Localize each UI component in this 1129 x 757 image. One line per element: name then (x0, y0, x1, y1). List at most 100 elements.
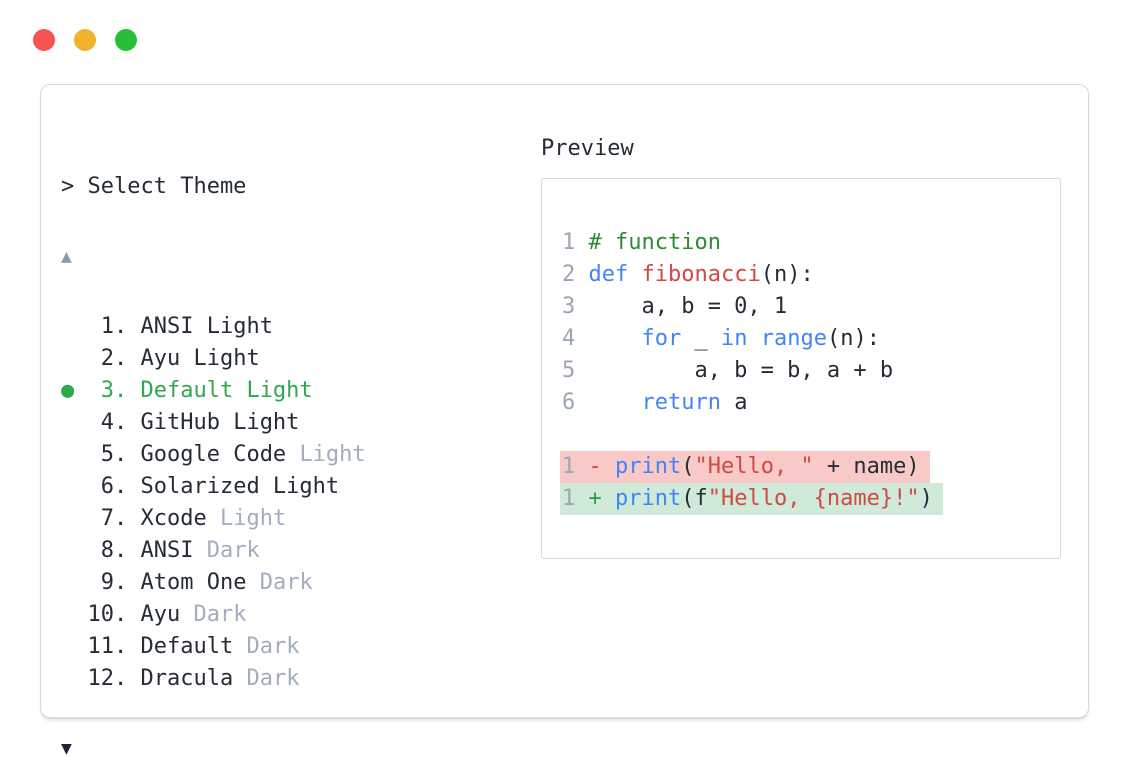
theme-option-name: Atom One (140, 570, 260, 595)
theme-option-variant: Dark (193, 602, 247, 627)
theme-option-number: 5. (61, 442, 141, 467)
theme-option-number: 2. (61, 346, 141, 371)
theme-option-name: Ayu (140, 602, 194, 627)
theme-option-number: 10. (61, 602, 141, 627)
theme-option[interactable]: 4. GitHub Light (61, 407, 531, 439)
theme-option-name: Solarized Light (140, 474, 340, 499)
code-token: ) (919, 486, 933, 511)
code-token: print (614, 486, 682, 511)
theme-option-name: GitHub Light (140, 410, 300, 435)
theme-option-number: ● 3. (61, 378, 141, 403)
window-controls (33, 29, 137, 51)
theme-option-variant: Light (219, 506, 287, 531)
code-token (628, 262, 641, 287)
code-token: fibonacci (641, 262, 761, 287)
line-number: 1 (562, 454, 576, 479)
theme-option[interactable]: 2. Ayu Light (61, 343, 531, 375)
code-token: _ (681, 326, 721, 351)
code-line: 1 # function (562, 227, 1040, 259)
code-token: a, b = b, a + b (588, 358, 894, 383)
line-number: 2 (562, 262, 576, 287)
code-line: 6 return a (562, 387, 1040, 419)
theme-selector-column: > Select Theme ▲ 1. ANSI Light 2. Ayu Li… (61, 133, 531, 757)
blank-line (562, 419, 1040, 451)
theme-option-name: Dracula (140, 666, 247, 691)
code-line: 3 a, b = 0, 1 (562, 291, 1040, 323)
theme-option-number: 9. (61, 570, 141, 595)
line-number: 4 (562, 326, 576, 351)
code-token: + name) (813, 454, 920, 479)
theme-option-number: 6. (61, 474, 141, 499)
code-token: "Hello, " (694, 454, 814, 479)
code-token: (n): (760, 262, 814, 287)
code-line: 2 def fibonacci(n): (562, 259, 1040, 291)
scroll-down-icon[interactable]: ▼ (61, 738, 72, 757)
theme-option-variant: Light (299, 442, 366, 467)
diff-line-added: 1 + print(f"Hello, {name}!") (560, 483, 943, 515)
theme-option-selected[interactable]: ● 3. Default Light (61, 375, 531, 407)
theme-option-variant: Dark (259, 570, 313, 595)
theme-option-number: 4. (61, 410, 141, 435)
theme-option[interactable]: 6. Solarized Light (61, 471, 531, 503)
code-token: - (588, 454, 615, 479)
theme-option[interactable]: 5. Google Code Light (61, 439, 531, 471)
theme-option-variant: Dark (246, 666, 300, 691)
theme-option-name: ANSI Light (140, 314, 273, 339)
code-token (588, 390, 641, 415)
theme-option[interactable]: 8. ANSI Dark (61, 535, 531, 567)
code-token: (f (681, 486, 708, 511)
scroll-up-icon[interactable]: ▲ (61, 246, 72, 267)
code-line: 4 for _ in range(n): (562, 323, 1040, 355)
code-token: range (760, 326, 827, 351)
theme-option[interactable]: 10. Ayu Dark (61, 599, 531, 631)
code-token: + (588, 486, 615, 511)
theme-option[interactable]: 7. Xcode Light (61, 503, 531, 535)
theme-option-name: Default (140, 634, 247, 659)
line-number: 6 (562, 390, 576, 415)
theme-option-number: 11. (61, 634, 141, 659)
line-number: 3 (562, 294, 576, 319)
theme-option-name: ANSI (140, 538, 207, 563)
theme-option[interactable]: 1. ANSI Light (61, 311, 531, 343)
zoom-button[interactable] (115, 29, 137, 51)
diff-line-removed: 1- print("Hello, " + name) (560, 451, 930, 483)
preview-title: Preview (541, 136, 634, 161)
theme-option-number: 12. (61, 666, 141, 691)
theme-option[interactable]: 11. Default Dark (61, 631, 531, 663)
theme-picker-panel: > Select Theme ▲ 1. ANSI Light 2. Ayu Li… (40, 84, 1089, 757)
theme-list: 1. ANSI Light 2. Ayu Light● 3. Default L… (61, 311, 531, 695)
theme-option[interactable]: 9. Atom One Dark (61, 567, 531, 599)
code-token: a (720, 390, 748, 415)
theme-option[interactable]: 12. Dracula Dark (61, 663, 531, 695)
select-theme-prompt: > Select Theme (61, 174, 247, 199)
code-token: (n): (826, 326, 880, 351)
theme-option-variant: Dark (206, 538, 260, 563)
minimize-button[interactable] (74, 29, 96, 51)
code-token: for (641, 326, 682, 351)
code-token: print (614, 454, 682, 479)
theme-option-name: Ayu Light (140, 346, 260, 371)
theme-option-variant: Dark (246, 634, 300, 659)
code-token (747, 326, 760, 351)
line-number: 1 (562, 486, 576, 511)
code-token: a, b = 0, 1 (588, 294, 788, 319)
code-token: def (588, 262, 629, 287)
code-token: "Hello, {name}!" (707, 486, 920, 511)
code-token (588, 326, 641, 351)
theme-option-number: 8. (61, 538, 141, 563)
line-number: 1 (562, 230, 576, 255)
code-token: return (641, 390, 721, 415)
code-line: 5 a, b = b, a + b (562, 355, 1040, 387)
theme-option-number: 7. (61, 506, 141, 531)
line-number: 5 (562, 358, 576, 383)
close-button[interactable] (33, 29, 55, 51)
code-token: # function (588, 230, 721, 255)
theme-option-number: 1. (61, 314, 141, 339)
theme-option-name: Google Code (140, 442, 300, 467)
code-token: in (720, 326, 748, 351)
theme-option-name: Xcode (140, 506, 220, 531)
code-token: ( (681, 454, 695, 479)
